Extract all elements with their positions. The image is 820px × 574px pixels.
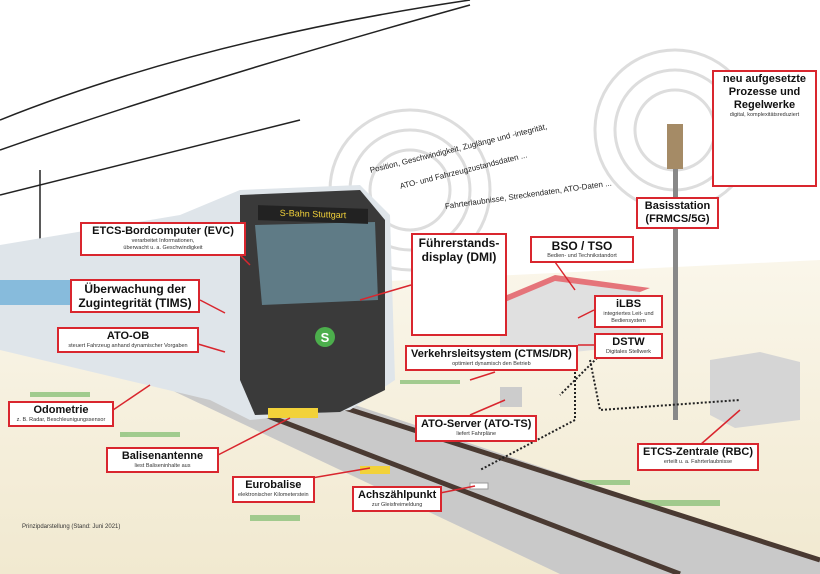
footer-note: Prinzipdarstellung (Stand: Juni 2021) [22, 524, 121, 530]
balisenantenne-title: Balisenantenne [121, 450, 204, 462]
rbc-sub: erteilt u. a. Fahrterlaubnisse [663, 459, 733, 465]
s-bahn-logo: S [321, 330, 330, 345]
eurobalise-device [360, 466, 390, 474]
dmi-title-2: display (DMI) [421, 250, 497, 264]
prozesse-sub: digital, komplexitätsreduziert [729, 112, 800, 118]
rbc-title: ETCS-Zentrale (RBC) [643, 446, 754, 458]
label-dstw: DSTW Digitales Stellwerk [594, 333, 663, 359]
ctms-sub: optimiert dynamisch den Betrieb [452, 361, 531, 367]
label-dmi: Führerstands- display (DMI) [411, 233, 507, 336]
ato-ob-sub: steuert Fahrzeug anhand dynamischer Vorg… [68, 343, 188, 349]
ato-ob-title: ATO-OB [106, 330, 150, 342]
eurobalise-sub: elektronischer Kilometerstein [238, 492, 309, 498]
bso-title: BSO / TSO [551, 239, 613, 253]
ilbs-title: iLBS [615, 298, 642, 310]
label-achszaehlpunkt: Achszählpunkt zur Gleisfreimeldung [352, 486, 443, 512]
evc-sub-1: verarbeitet Informationen, [131, 238, 195, 244]
mast [673, 150, 678, 420]
ilbs-sub-2: Bediensystem [611, 318, 646, 324]
label-basisstation: Basisstation (FRMCS/5G) [636, 197, 719, 229]
label-prozesse: neu aufgesetzte Prozesse und Regelwerke … [712, 70, 817, 187]
achszaehlpunkt-title: Achszählpunkt [358, 489, 437, 501]
label-balisenantenne: Balisenantenne liest Baliseninhalte aus [106, 447, 219, 473]
odometrie-sub: z. B. Radar, Beschleunigungssensor [16, 417, 106, 423]
ilbs-sub-1: integriertes Leit- und [603, 311, 654, 317]
rbc-building [710, 352, 800, 428]
prozesse-title-2: Prozesse und [728, 86, 801, 98]
balisenantenne-sub: liest Baliseninhalte aus [134, 463, 191, 469]
eurobalise-title: Eurobalise [245, 479, 302, 491]
basis-title-2: (FRMCS/5G) [645, 213, 710, 225]
tims-title-1: Überwachung der [84, 282, 186, 296]
basis-title-1: Basisstation [644, 200, 711, 212]
dstw-title: DSTW [612, 336, 645, 348]
label-eurobalise: Eurobalise elektronischer Kilometerstein [232, 476, 315, 503]
label-evc: ETCS-Bordcomputer (EVC) verarbeitet Info… [80, 222, 246, 256]
label-ctms: Verkehrsleitsystem (CTMS/DR) optimiert d… [405, 345, 578, 371]
label-tims: Überwachung der Zugintegrität (TIMS) [70, 279, 200, 313]
evc-sub-2: überwacht u. a. Geschwindigkeit [123, 245, 203, 251]
dmi-title-1: Führerstands- [418, 236, 500, 250]
ctms-title: Verkehrsleitsystem (CTMS/DR) [411, 348, 572, 360]
ato-server-sub: liefert Fahrpläne [456, 431, 497, 437]
label-ilbs: iLBS integriertes Leit- und Bediensystem [594, 295, 663, 328]
label-bso-tso: BSO / TSO Bedien- und Technikstandort [530, 236, 634, 263]
odometrie-title: Odometrie [33, 404, 89, 416]
label-rbc: ETCS-Zentrale (RBC) erteilt u. a. Fahrte… [637, 443, 760, 471]
track-bed [150, 380, 820, 574]
bso-sub: Bedien- und Technikstandort [547, 253, 617, 259]
ato-server-title: ATO-Server (ATO-TS) [421, 418, 532, 430]
label-ato-server: ATO-Server (ATO-TS) liefert Fahrpläne [415, 415, 538, 442]
tims-title-2: Zugintegrität (TIMS) [78, 296, 192, 310]
axle-counter [469, 482, 489, 490]
label-ato-ob: ATO-OB steuert Fahrzeug anhand dynamisch… [57, 327, 199, 353]
evc-title: ETCS-Bordcomputer (EVC) [92, 225, 234, 237]
dstw-sub: Digitales Stellwerk [606, 349, 651, 355]
ato-server-box [500, 387, 522, 407]
achszaehlpunkt-sub: zur Gleisfreimeldung [371, 502, 423, 508]
label-odometrie: Odometrie z. B. Radar, Beschleunigungsse… [8, 401, 114, 427]
prozesse-title-1: neu aufgesetzte [722, 73, 807, 85]
prozesse-title-3: Regelwerke [733, 99, 796, 111]
